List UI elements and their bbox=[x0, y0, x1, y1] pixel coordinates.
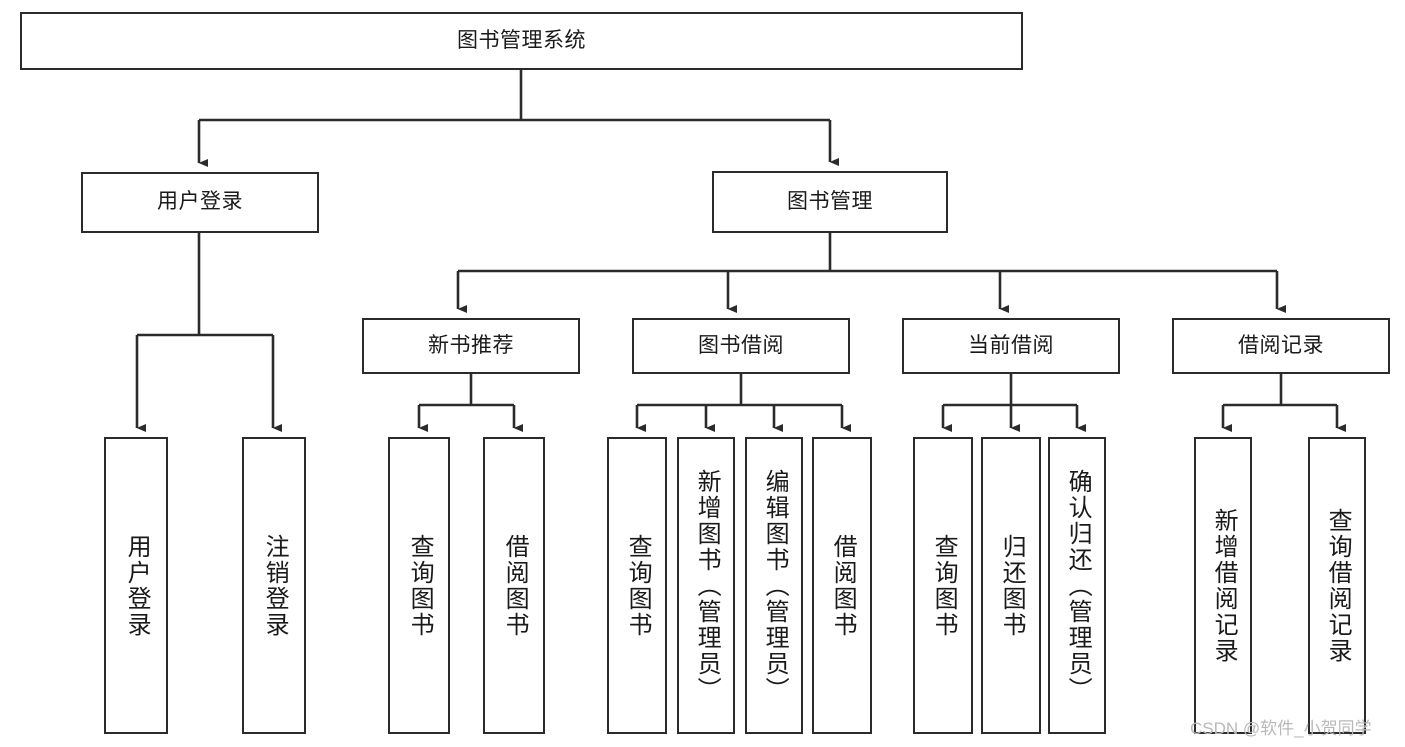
node-leaf-user-login[interactable]: 用户登录 bbox=[104, 437, 168, 734]
node-root[interactable]: 图书管理系统 bbox=[20, 12, 1023, 70]
node-leaf-return-book[interactable]: 归还图书 bbox=[981, 437, 1041, 734]
node-leaf-add-book[interactable]: 新增图书（管理员） bbox=[677, 437, 735, 734]
node-leaf-borrow-book-rec-label: 借阅图书 bbox=[501, 534, 529, 638]
node-leaf-borrow-book-rec[interactable]: 借阅图书 bbox=[483, 437, 545, 734]
node-root-label: 图书管理系统 bbox=[457, 28, 586, 52]
node-new-book-recommend[interactable]: 新书推荐 bbox=[362, 318, 580, 374]
node-leaf-query-book-cb[interactable]: 查询图书 bbox=[913, 437, 973, 734]
node-leaf-add-record[interactable]: 新增借阅记录 bbox=[1194, 437, 1252, 734]
node-leaf-query-book-bb-label: 查询图书 bbox=[624, 534, 652, 638]
watermark-text: CSDN @软件_小贺同学 bbox=[1190, 719, 1372, 738]
node-leaf-query-record-label: 查询借阅记录 bbox=[1324, 508, 1352, 664]
node-leaf-query-book-rec-label: 查询图书 bbox=[406, 534, 434, 638]
node-leaf-user-login-label: 用户登录 bbox=[123, 534, 151, 638]
node-leaf-query-book-rec[interactable]: 查询图书 bbox=[388, 437, 450, 734]
node-leaf-borrow-book-bb[interactable]: 借阅图书 bbox=[812, 437, 872, 734]
node-book-borrow-label: 图书借阅 bbox=[698, 333, 784, 357]
node-leaf-user-logout-label: 注销登录 bbox=[261, 534, 289, 638]
node-leaf-return-book-label: 归还图书 bbox=[998, 534, 1026, 638]
node-leaf-query-book-cb-label: 查询图书 bbox=[930, 534, 958, 638]
node-borrow-record-label: 借阅记录 bbox=[1238, 333, 1324, 357]
node-leaf-edit-book-label: 编辑图书（管理员） bbox=[761, 469, 789, 703]
node-leaf-user-logout[interactable]: 注销登录 bbox=[242, 437, 306, 734]
node-book-manage-label: 图书管理 bbox=[787, 189, 873, 213]
node-leaf-add-record-label: 新增借阅记录 bbox=[1210, 508, 1238, 664]
node-leaf-query-book-bb[interactable]: 查询图书 bbox=[607, 437, 667, 734]
node-book-borrow[interactable]: 图书借阅 bbox=[632, 318, 850, 374]
node-user-login[interactable]: 用户登录 bbox=[81, 172, 319, 233]
node-borrow-record[interactable]: 借阅记录 bbox=[1172, 318, 1390, 374]
node-leaf-borrow-book-bb-label: 借阅图书 bbox=[829, 534, 857, 638]
node-current-borrow-label: 当前借阅 bbox=[968, 333, 1054, 357]
node-leaf-edit-book[interactable]: 编辑图书（管理员） bbox=[745, 437, 803, 734]
node-current-borrow[interactable]: 当前借阅 bbox=[902, 318, 1120, 374]
node-user-login-label: 用户登录 bbox=[157, 190, 243, 214]
node-leaf-confirm-return[interactable]: 确认归还（管理员） bbox=[1048, 437, 1106, 734]
node-leaf-confirm-return-label: 确认归还（管理员） bbox=[1064, 469, 1092, 703]
node-book-manage[interactable]: 图书管理 bbox=[712, 171, 948, 233]
node-new-book-recommend-label: 新书推荐 bbox=[428, 333, 514, 357]
node-leaf-add-book-label: 新增图书（管理员） bbox=[693, 469, 721, 703]
node-leaf-query-record[interactable]: 查询借阅记录 bbox=[1308, 437, 1366, 734]
